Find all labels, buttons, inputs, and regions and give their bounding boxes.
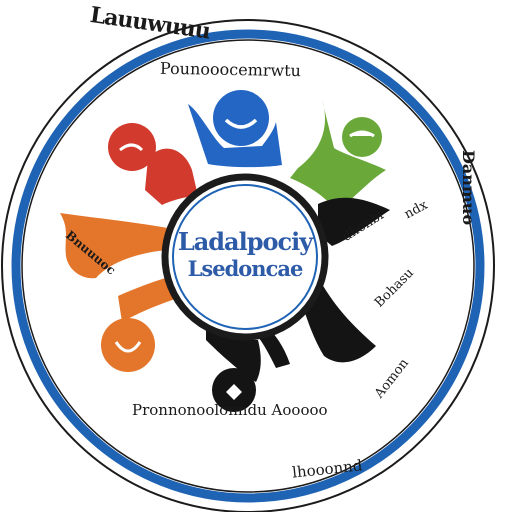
emblem-inner-top-text: Pounooocemrwtu	[159, 58, 302, 81]
orange-figure	[60, 213, 178, 372]
center-inner-ring	[172, 184, 318, 330]
center-title: Ladalpociy	[177, 227, 313, 256]
red-figure	[108, 123, 198, 205]
green-figure	[290, 100, 386, 212]
center-circle	[161, 173, 329, 341]
blue-figure	[188, 90, 282, 168]
emblem-edge-text: Danmuo	[459, 150, 478, 226]
inner-ring-line	[21, 39, 475, 493]
center-subtitle: Lsedoncae	[187, 256, 304, 281]
blue-ring	[11, 29, 485, 503]
outer-ring	[1, 19, 495, 512]
emblem-bottom-text: Pronnonoolonndu Aooooo	[132, 401, 328, 419]
